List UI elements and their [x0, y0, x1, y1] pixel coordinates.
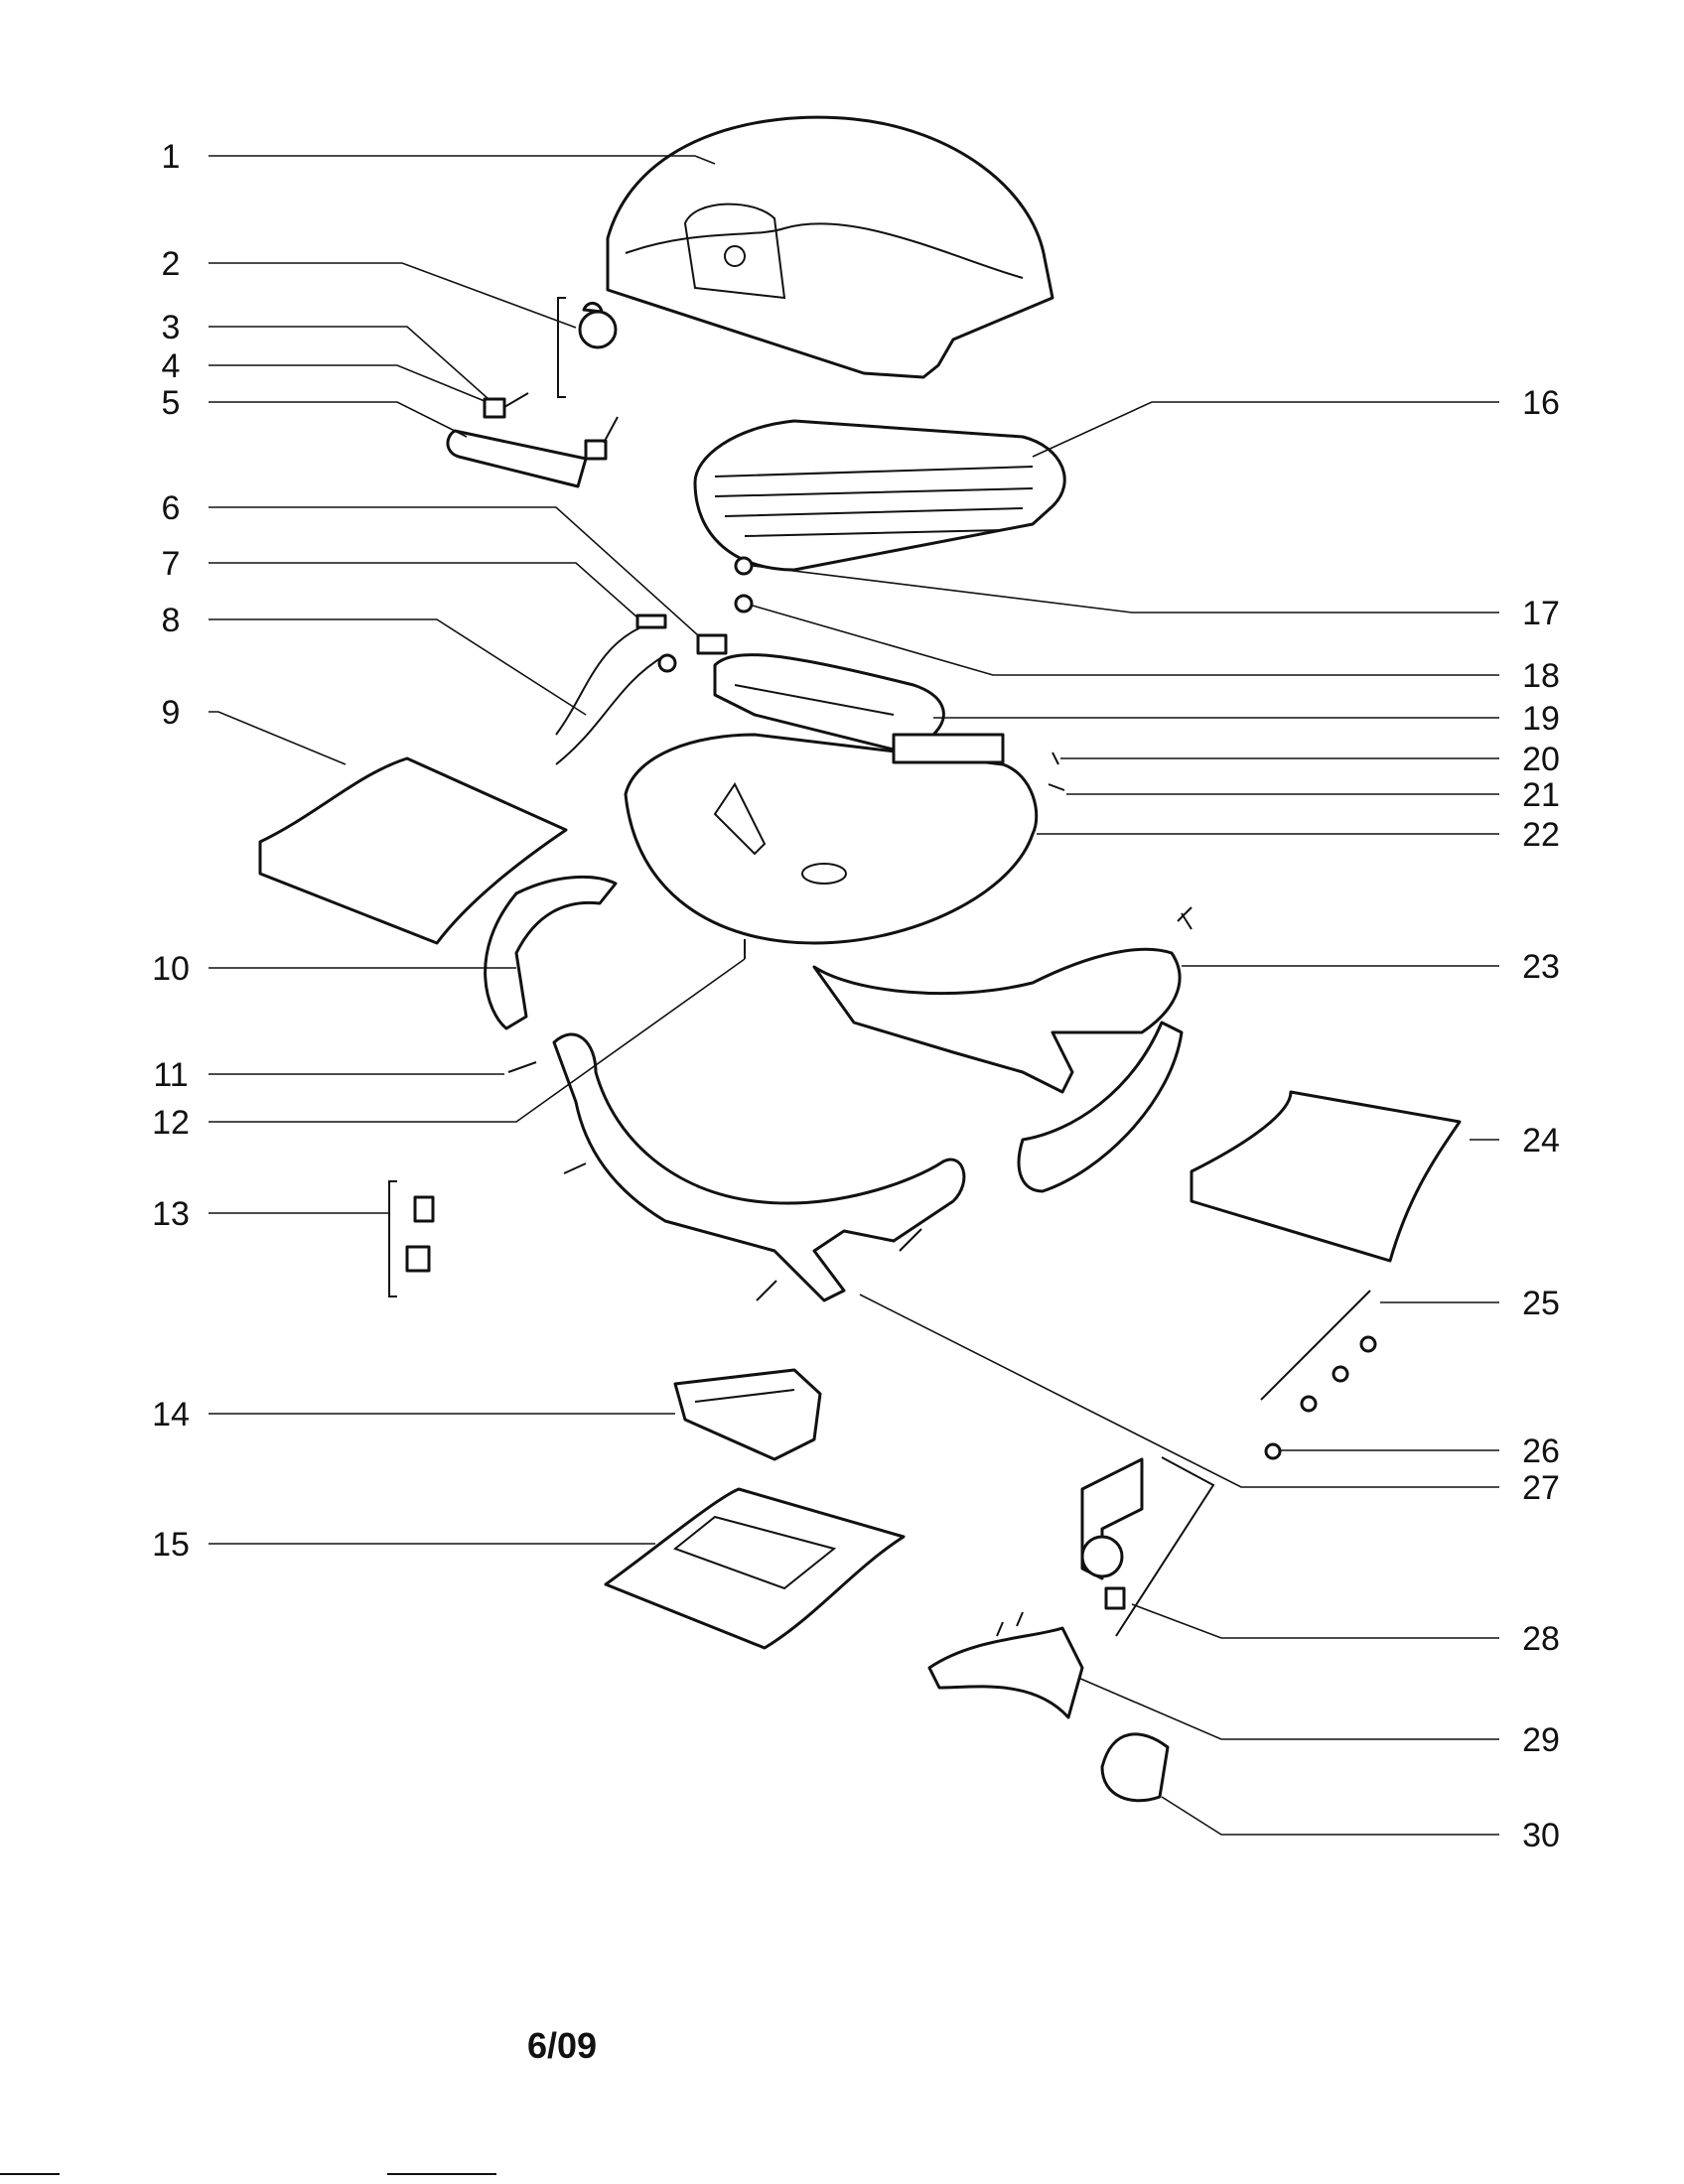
label-9: 9	[162, 694, 181, 732]
catch-pan-part	[604, 1487, 906, 1650]
leader-lines	[209, 155, 1499, 1836]
label-12: 12	[152, 1104, 190, 1142]
label-16: 16	[1522, 384, 1560, 422]
label-15: 15	[152, 1526, 190, 1564]
nut-17-part	[734, 556, 754, 576]
lid-handle-part	[446, 392, 619, 488]
label-6: 6	[162, 489, 181, 527]
label-7: 7	[162, 545, 181, 583]
labels-left: 1 2 3 4 5 6 7 8 9 10 11 12 13 14 15	[152, 138, 190, 1564]
labels-right: 16 17 18 19 20 21 22 23 24 25 26 27 28 2…	[1522, 384, 1560, 1854]
label-18: 18	[1522, 657, 1560, 695]
label-24: 24	[1522, 1122, 1560, 1160]
label-27: 27	[1522, 1469, 1560, 1507]
label-2: 2	[162, 245, 181, 283]
label-28: 28	[1522, 1620, 1560, 1658]
nut-18-part	[734, 594, 754, 614]
left-side-table-part	[258, 756, 568, 945]
label-23: 23	[1522, 948, 1560, 986]
label-20: 20	[1522, 741, 1560, 778]
label-13: 13	[152, 1195, 190, 1233]
bolts-part	[507, 751, 1193, 1301]
rod-and-screws-part	[1260, 1290, 1377, 1460]
drip-tray-part	[673, 1368, 822, 1461]
label-8: 8	[162, 602, 181, 639]
label-17: 17	[1522, 595, 1560, 632]
valve-regulator-part	[1080, 1456, 1215, 1637]
left-frame-part	[552, 1032, 966, 1302]
right-frame-handle-part	[1017, 1021, 1184, 1193]
igniter-wire-part	[555, 614, 677, 765]
left-frame-handle-part	[484, 876, 618, 1030]
knob-part	[1100, 1732, 1170, 1803]
label-21: 21	[1522, 776, 1560, 814]
label-3: 3	[162, 309, 181, 346]
cooking-grate-part	[693, 419, 1066, 572]
label-22: 22	[1522, 816, 1560, 854]
label-19: 19	[1522, 700, 1560, 738]
control-knob-part	[388, 1180, 435, 1297]
right-frame-part	[812, 912, 1193, 1094]
label-10: 10	[152, 950, 190, 988]
label-4: 4	[162, 347, 181, 385]
burner-part	[713, 653, 945, 756]
cookbox-part	[624, 733, 1039, 945]
label-26: 26	[1522, 1433, 1560, 1470]
footer-date: 6/09	[527, 2025, 597, 2066]
spacer-6-part	[696, 633, 728, 655]
lid-part	[606, 115, 1054, 379]
label-1: 1	[162, 138, 181, 176]
thermometer-part	[557, 297, 618, 398]
label-29: 29	[1522, 1721, 1560, 1759]
label-11: 11	[153, 1056, 188, 1094]
label-5: 5	[162, 384, 181, 422]
label-25: 25	[1522, 1285, 1560, 1322]
label-30: 30	[1522, 1817, 1560, 1854]
right-side-table-part	[1190, 1090, 1462, 1263]
heat-shield-part	[927, 1611, 1084, 1719]
label-14: 14	[152, 1396, 190, 1433]
